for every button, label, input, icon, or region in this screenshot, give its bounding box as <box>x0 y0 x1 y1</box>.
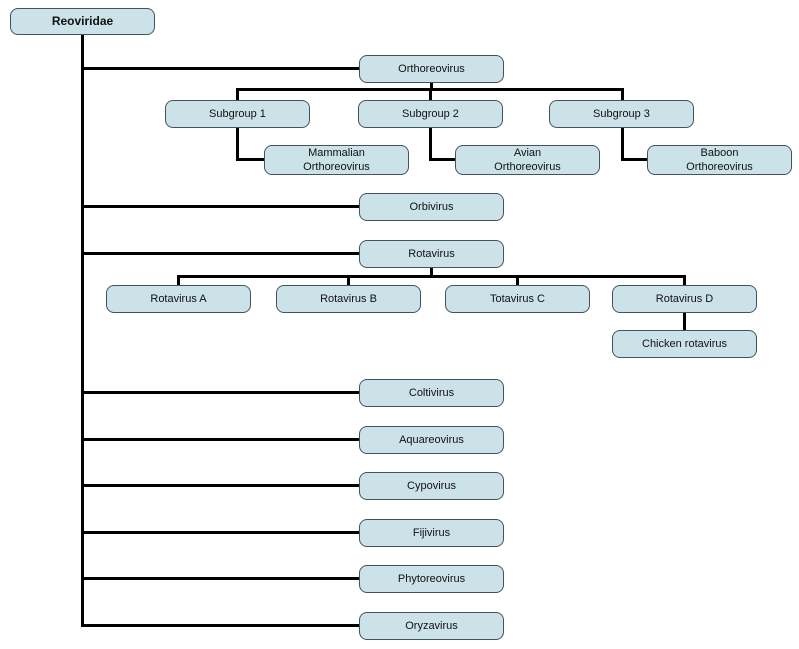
node-totavirus-c: Totavirus C <box>445 285 590 313</box>
node-rotavirus: Rotavirus <box>359 240 504 268</box>
node-mammalian-orthoreovirus: Mammalian Orthoreovirus <box>264 145 409 175</box>
connector-drop-totavirus-c <box>516 275 519 285</box>
connector-branch-orbivirus <box>81 205 359 208</box>
node-rotavirus-d: Rotavirus D <box>612 285 757 313</box>
connector-chicken-rotavirus <box>683 313 686 330</box>
node-fijivirus: Fijivirus <box>359 519 504 547</box>
node-rotavirus-a: Rotavirus A <box>106 285 251 313</box>
node-orbivirus: Orbivirus <box>359 193 504 221</box>
connector-branch-aquareovirus <box>81 438 359 441</box>
connector-drop-rotavirus-d <box>683 275 686 285</box>
node-subgroup-3: Subgroup 3 <box>549 100 694 128</box>
connector-elbow-subgroup2-h <box>429 158 455 161</box>
node-subgroup-1: Subgroup 1 <box>165 100 310 128</box>
connector-drop-subgroup1 <box>236 88 239 100</box>
node-phytoreovirus: Phytoreovirus <box>359 565 504 593</box>
node-avian-orthoreovirus: Avian Orthoreovirus <box>455 145 600 175</box>
connector-orthoreovirus-stem <box>430 83 433 91</box>
connector-elbow-subgroup3-v <box>621 128 624 161</box>
connector-elbow-subgroup1-h <box>236 158 264 161</box>
connector-branch-cypovirus <box>81 484 359 487</box>
connector-trunk <box>81 35 84 627</box>
connector-branch-phytoreovirus <box>81 577 359 580</box>
node-baboon-orthoreovirus: Baboon Orthoreovirus <box>647 145 792 175</box>
node-rotavirus-b: Rotavirus B <box>276 285 421 313</box>
connector-drop-subgroup3 <box>621 88 624 100</box>
node-coltivirus: Coltivirus <box>359 379 504 407</box>
connector-drop-subgroup2 <box>429 88 432 100</box>
connector-rotavirus-bus <box>177 275 686 278</box>
node-subgroup-2: Subgroup 2 <box>358 100 503 128</box>
node-aquareovirus: Aquareovirus <box>359 426 504 454</box>
node-reoviridae: Reoviridae <box>10 8 155 35</box>
node-chicken-rotavirus: Chicken rotavirus <box>612 330 757 358</box>
connector-rotavirus-stem <box>430 268 433 276</box>
connector-branch-coltivirus <box>81 391 359 394</box>
connector-branch-oryzavirus <box>81 624 359 627</box>
node-oryzavirus: Oryzavirus <box>359 612 504 640</box>
connector-elbow-subgroup2-v <box>429 128 432 161</box>
connector-branch-rotavirus <box>81 252 359 255</box>
connector-branch-fijivirus <box>81 531 359 534</box>
connector-drop-rotavirus-b <box>347 275 350 285</box>
connector-elbow-subgroup1-v <box>236 128 239 161</box>
connector-drop-rotavirus-a <box>177 275 180 285</box>
node-orthoreovirus: Orthoreovirus <box>359 55 504 83</box>
node-cypovirus: Cypovirus <box>359 472 504 500</box>
connector-branch-orthoreovirus <box>81 67 359 70</box>
connector-elbow-subgroup3-h <box>621 158 647 161</box>
